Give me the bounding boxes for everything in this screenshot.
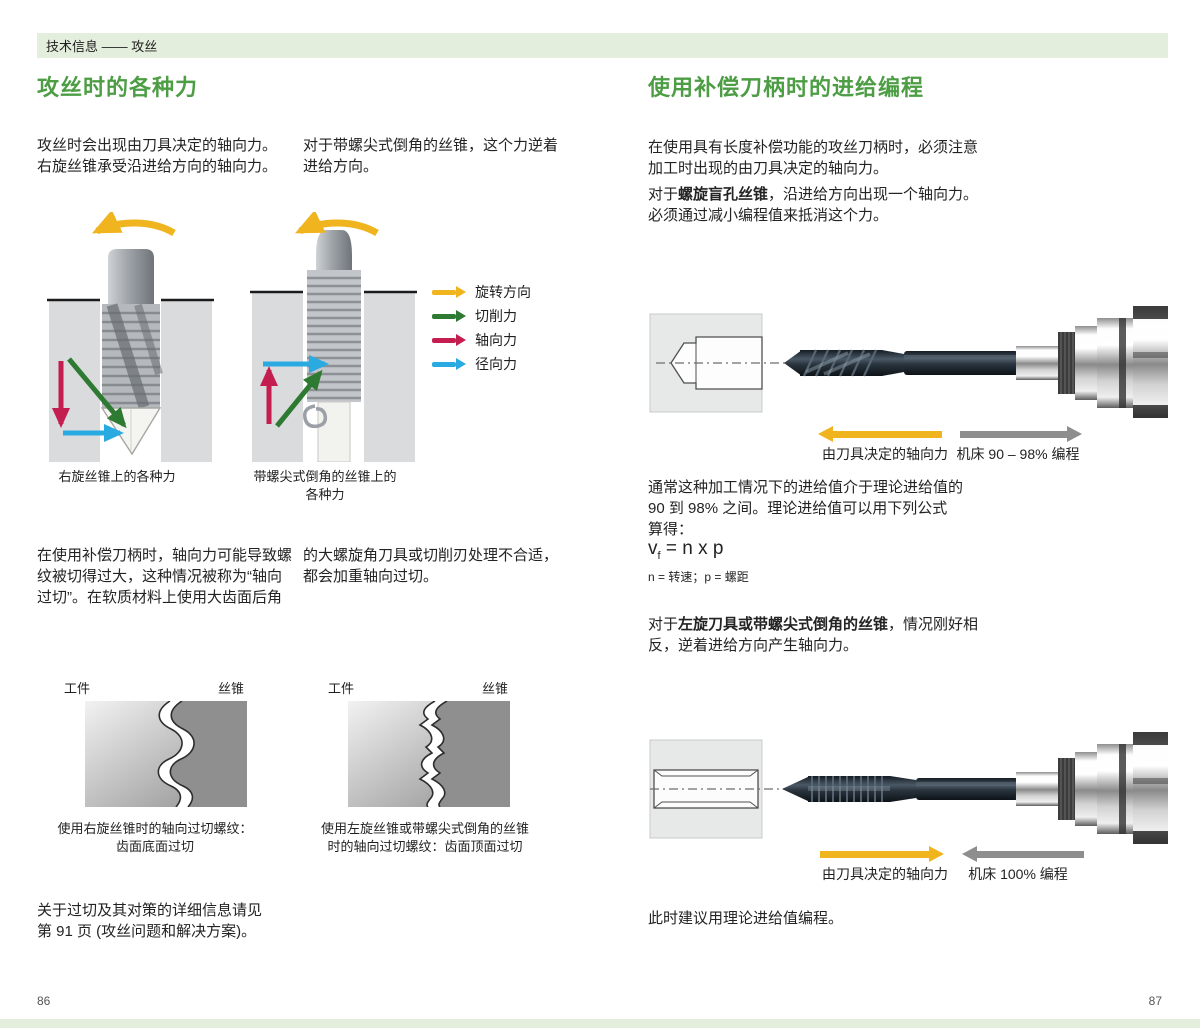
page-number-right: 87 xyxy=(1148,994,1162,1008)
chip-curl xyxy=(302,404,328,429)
closing-paragraph: 此时建议用理论进给值编程。 xyxy=(648,910,844,927)
formula-note: n = 转速；p = 螺距 xyxy=(648,570,749,584)
machine-program-label: 机床 100% 编程 xyxy=(968,866,1068,882)
legend-label: 轴向力 xyxy=(475,332,517,348)
left-section-title: 攻丝时的各种力 xyxy=(37,75,199,100)
rotation-direction-arrow xyxy=(91,209,176,237)
tap-label: 丝锥 xyxy=(482,681,509,696)
spiral-blind-paragraph: 对于螺旋盲孔丝锥，沿进给方向出现一个轴向力。 必须通过减小编程值来抵消这个力。 xyxy=(648,186,979,224)
workpiece-label: 工件 xyxy=(328,681,355,696)
header-bar: 技术信息 —— 攻丝 xyxy=(37,33,1168,58)
blind-hole-tap-illustration xyxy=(47,209,214,462)
intro-paragraph-col1: 攻丝时会出现由刀具决定的轴向力。 右旋丝锥承受沿进给方向的轴向力。 xyxy=(37,137,278,175)
page-number-left: 86 xyxy=(37,994,51,1008)
machine-program-arrow xyxy=(960,426,1082,442)
left-hand-paragraph: 对于左旋刀具或带螺尖式倒角的丝锥，情况刚好相 反，逆着进给方向产生轴向力。 xyxy=(648,616,979,654)
bottom-accent-bar xyxy=(0,1019,1200,1028)
machine-program-arrow xyxy=(962,846,1084,862)
rotation-direction-arrow-icon xyxy=(432,286,466,298)
cutting-force-arrow-icon xyxy=(432,310,466,322)
through-hole-tap-illustration xyxy=(250,209,417,463)
intro-paragraph-col2: 对于带螺尖式倒角的丝锥，这个力逆着 进给方向。 xyxy=(303,137,559,175)
tool-force-label: 由刀具决定的轴向力 xyxy=(822,866,948,882)
body-paragraph-col2: 的大螺旋角刀具或切削刃处理不合适， 都会加重轴向过切。 xyxy=(303,547,559,585)
tool-force-label: 由刀具决定的轴向力 xyxy=(822,446,948,462)
blind-hole-feed-figure: 由刀具决定的轴向力 机床 90 – 98% 编程 xyxy=(648,306,1168,466)
radial-force-arrow-icon xyxy=(432,358,466,370)
legend-item-0: 旋转方向 xyxy=(432,281,531,303)
spiral-point-tap-photo xyxy=(782,776,1018,802)
tool-holder-photo xyxy=(1016,732,1168,844)
legend-label: 切削力 xyxy=(475,308,517,324)
blind-hole-tap-holder-photo xyxy=(649,306,1168,418)
tool-holder-photo xyxy=(1016,306,1168,418)
cutting-force-arrow xyxy=(67,357,127,429)
axial-force-arrow-icon xyxy=(432,334,466,346)
workpiece-label: 工件 xyxy=(64,681,91,696)
holder-paragraph: 在使用具有长度补偿功能的攻丝刀柄时，必须注意 加工时出现的由刀具决定的轴向力。 xyxy=(648,139,979,177)
fig1-caption: 右旋丝锥上的各种力 xyxy=(58,469,176,484)
machine-program-label: 机床 90 – 98% 编程 xyxy=(956,446,1080,462)
legend-label: 径向力 xyxy=(475,356,517,372)
legend-item-3: 径向力 xyxy=(432,353,517,375)
body-paragraph-col1: 在使用补偿刀柄时，轴向力可能导致螺 纹被切得过大，这种情况被称为“轴向 过切”。… xyxy=(37,547,293,606)
fig3-caption: 使用右旋丝锥时的轴向过切螺纹： 齿面底面过切 xyxy=(57,821,253,854)
legend-item-1: 切削力 xyxy=(432,305,517,327)
through-hole-feed-figure: 由刀具决定的轴向力 机床 100% 编程 xyxy=(648,732,1168,887)
through-hole-tap-holder-photo xyxy=(649,732,1168,844)
spiral-flute-tap-photo xyxy=(784,349,1018,377)
header-breadcrumb: 技术信息 —— 攻丝 xyxy=(46,39,158,54)
overcut-profile-2 xyxy=(348,700,510,808)
through-hole-tap-figure xyxy=(243,209,428,467)
overcut-profile-1 xyxy=(85,700,247,808)
legend-label: 旋转方向 xyxy=(475,284,531,300)
legend-item-2: 轴向力 xyxy=(432,329,517,351)
overcut-profile-figure-2 xyxy=(348,700,510,812)
overcut-profile-figure-1 xyxy=(85,700,247,812)
feed-value-paragraph: 通常这种加工情况下的进给值介于理论进给值的 90 到 98% 之间。理论进给值可… xyxy=(648,479,964,538)
fig4-caption: 使用左旋丝锥或带螺尖式倒角的丝锥 时的轴向过切螺纹：齿面顶面过切 xyxy=(320,821,529,854)
footer-note: 关于过切及其对策的详细信息请见 第 91 页 (攻丝问题和解决方案)。 xyxy=(37,902,263,940)
blind-hole-tap-figure xyxy=(40,209,225,467)
tool-axial-force-arrow xyxy=(818,426,942,442)
feed-formula: vf = n x p xyxy=(648,538,724,562)
tool-axial-force-arrow xyxy=(820,846,944,862)
right-section-title: 使用补偿刀柄时的进给编程 xyxy=(648,75,925,100)
cutting-force-arrow xyxy=(275,369,323,428)
rotation-direction-arrow xyxy=(294,209,379,237)
tap-label: 丝锥 xyxy=(218,681,245,696)
fig2-caption: 带螺尖式倒角的丝锥上的 各种力 xyxy=(253,469,397,502)
